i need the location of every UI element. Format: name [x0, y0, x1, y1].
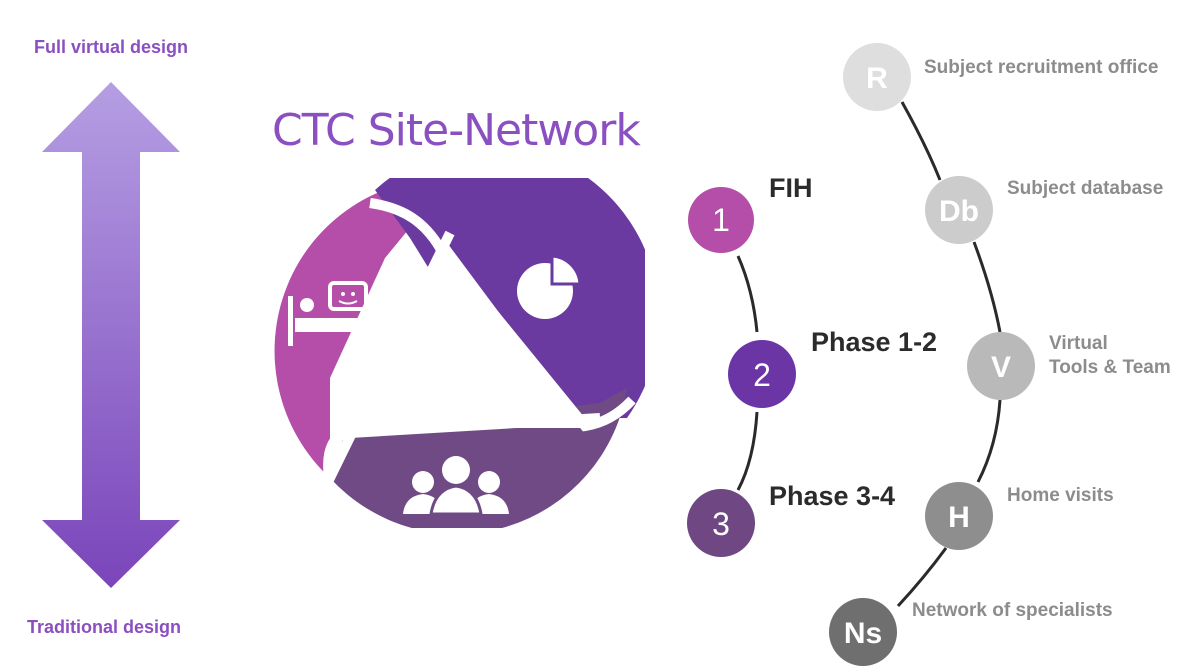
full-virtual-design-label: Full virtual design [34, 37, 189, 57]
component-db-label: Subject database [1007, 178, 1164, 199]
component-ns-marker: Ns [829, 598, 897, 666]
phase-1-marker: 1 [688, 187, 754, 253]
component-h-label: Home visits [1007, 485, 1114, 506]
phase-3-label: Phase 3-4 [769, 481, 896, 511]
component-r-label: Subject recruitment office [924, 57, 1159, 78]
component-v-label: Virtual Tools & Team [1049, 332, 1171, 380]
site-network-cycle [274, 178, 645, 528]
traditional-design-label: Traditional design [27, 617, 182, 637]
phase-2-number: 2 [753, 357, 771, 393]
component-v-label-line-1: Virtual [1049, 333, 1108, 354]
component-v-marker: V [967, 332, 1035, 400]
component-v-abbr: V [991, 351, 1011, 384]
phase-2-marker: 2 [728, 340, 796, 408]
page-title: CTC Site-Network [272, 105, 641, 156]
component-h-marker: H [925, 482, 993, 550]
cycle-segment-pink [274, 178, 450, 479]
phase-1-label: FIH [769, 173, 813, 203]
phase-connector-arc [736, 255, 759, 491]
component-r-marker: R [843, 43, 911, 111]
design-spectrum-arrow [42, 82, 180, 588]
phase-3-marker: 3 [687, 489, 755, 557]
phase-1-number: 1 [712, 202, 730, 238]
cycle-center-triangle [345, 240, 585, 428]
phase-3-number: 3 [712, 506, 730, 542]
pie-chart-icon [517, 254, 582, 319]
patient-bed-icon [288, 281, 370, 346]
component-ns-abbr: Ns [844, 617, 882, 650]
team-group-icon [403, 456, 509, 516]
component-ns-label: Network of specialists [912, 600, 1113, 621]
component-connector-arc [896, 101, 1002, 608]
phase-2-label: Phase 1-2 [811, 327, 938, 357]
component-r-abbr: R [866, 62, 888, 95]
component-db-abbr: Db [939, 195, 979, 228]
component-v-label-line-2: Tools & Team [1049, 357, 1171, 378]
component-h-abbr: H [948, 501, 970, 534]
component-db-marker: Db [925, 176, 993, 244]
